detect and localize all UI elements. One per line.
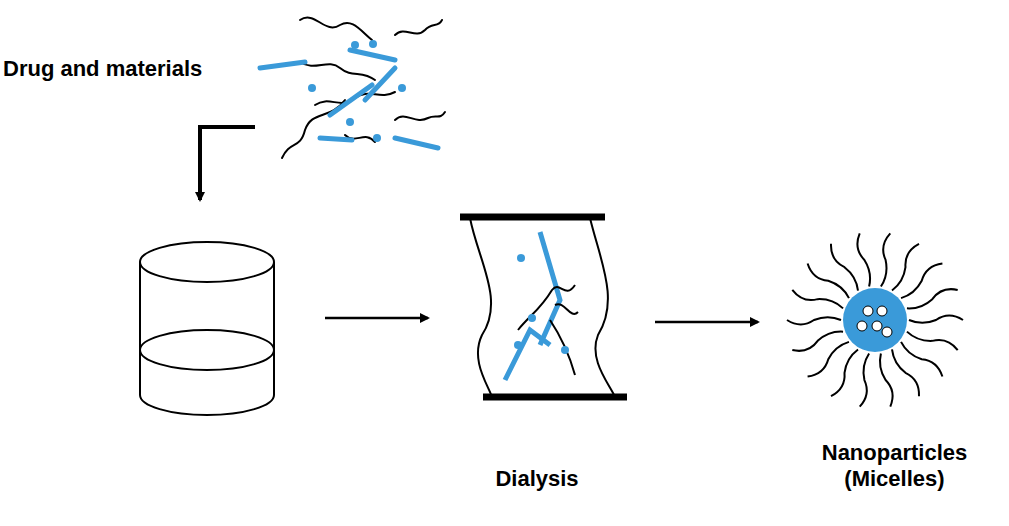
micelle-tail bbox=[831, 349, 858, 396]
micelle-tail bbox=[787, 317, 841, 324]
micelle-tail bbox=[792, 332, 843, 351]
drug-materials-cluster bbox=[260, 18, 445, 158]
bent-arrow bbox=[200, 127, 255, 200]
micelle-tail bbox=[857, 233, 870, 286]
micelle bbox=[787, 233, 963, 406]
micelle-tail bbox=[907, 332, 958, 350]
micelle-tail bbox=[901, 263, 942, 298]
step-label: Dialysis bbox=[467, 466, 607, 492]
beaker bbox=[140, 242, 274, 415]
micelle-tail bbox=[909, 316, 963, 323]
micelle-tail bbox=[901, 342, 942, 377]
material-label: Drug and materials bbox=[3, 56, 202, 82]
micelle-tail bbox=[860, 353, 869, 406]
process-arrow bbox=[655, 321, 758, 324]
micelle-tail bbox=[808, 342, 849, 377]
micelle-tail bbox=[881, 233, 890, 286]
process-arrow bbox=[325, 317, 428, 320]
micelle-tail bbox=[792, 290, 843, 308]
product-label: Nanoparticles (Micelles) bbox=[792, 440, 997, 493]
micelle-tail bbox=[892, 244, 919, 291]
micelle-tail bbox=[907, 289, 958, 308]
micelle-tail bbox=[808, 263, 849, 298]
micelle-tail bbox=[880, 353, 893, 406]
dialysis-bag bbox=[460, 217, 627, 397]
